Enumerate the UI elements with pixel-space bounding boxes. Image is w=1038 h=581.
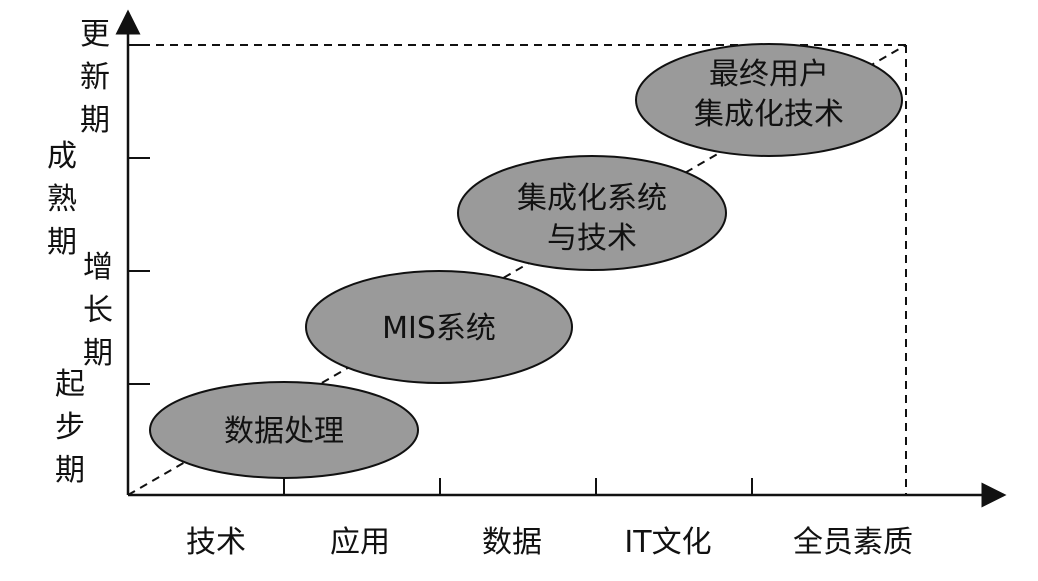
phase-end-user-integration: 最终用户 集成化技术	[635, 43, 903, 157]
y-stage-char: 长	[83, 293, 113, 328]
y-stage-label-update: 更 新 期	[80, 17, 110, 138]
phase-mis-system: MIS系统	[305, 270, 573, 384]
phase-label: MIS系统	[382, 311, 496, 346]
phase-label: 集成化技术	[694, 97, 844, 132]
y-stage-char: 成	[47, 139, 77, 174]
y-stage-label-mature: 成 熟 期	[47, 139, 77, 260]
x-label-it-culture: IT文化	[624, 525, 711, 560]
x-label-staff-quality: 全员素质	[793, 525, 913, 560]
y-stage-char: 起	[55, 367, 85, 402]
phase-ellipse	[149, 381, 419, 479]
y-stage-char: 步	[55, 410, 85, 445]
y-stage-char: 熟	[47, 182, 77, 217]
y-stage-label-growth: 增 长 期	[83, 250, 113, 371]
y-stage-char: 增	[83, 250, 113, 285]
x-axis-labels: 技术 应用 数据 IT文化 全员素质	[186, 525, 913, 560]
phase-label: 与技术	[547, 221, 637, 256]
y-stage-char: 期	[55, 453, 85, 488]
phase-ellipse	[305, 270, 573, 384]
phase-ellipse	[457, 155, 727, 271]
phase-integrated-systems: 集成化系统 与技术	[457, 155, 727, 271]
y-stage-char: 期	[83, 336, 113, 371]
y-stage-char: 新	[80, 60, 110, 95]
y-stage-char: 期	[47, 225, 77, 260]
phase-data-processing: 数据处理	[149, 381, 419, 479]
x-label-application: 应用	[330, 525, 390, 560]
x-label-tech: 技术	[186, 525, 246, 560]
x-axis-ticks	[283, 478, 753, 495]
x-label-data: 数据	[482, 525, 542, 560]
y-stage-char: 更	[80, 17, 110, 52]
y-stage-char: 期	[80, 103, 110, 138]
phase-label: 数据处理	[224, 414, 344, 449]
phase-label: 集成化系统	[517, 181, 667, 216]
phase-ellipse	[635, 43, 903, 157]
y-stage-label-start: 起 步 期	[55, 367, 85, 488]
phase-label: 最终用户	[709, 57, 829, 92]
y-axis-ticks	[128, 44, 150, 385]
